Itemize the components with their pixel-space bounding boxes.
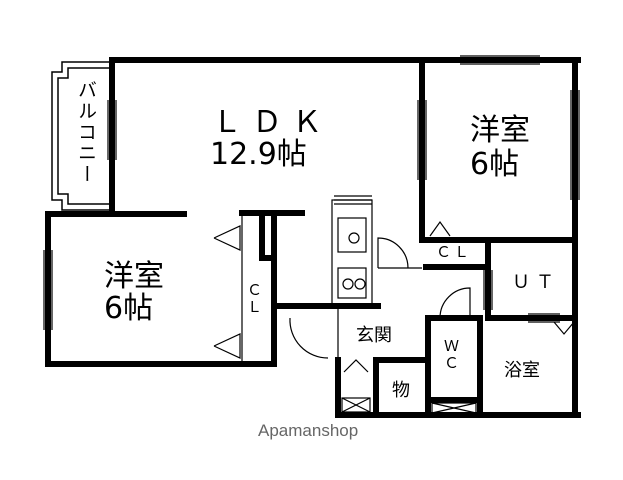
bedroom-right-size: 6帖 — [470, 147, 520, 182]
storage-label: 物 — [392, 380, 410, 401]
entrance-label: 玄関 — [356, 325, 392, 346]
bedroom-left-size: 6帖 — [104, 291, 154, 326]
closet-left-label: ＣＬ — [245, 282, 263, 316]
ldk-name: ＬＤＫ — [212, 105, 332, 140]
utility-label: ＵＴ — [512, 272, 560, 293]
bedroom-right-name: 洋室 — [470, 113, 530, 148]
closet-right-label: ＣＬ — [436, 243, 473, 261]
ldk-size: 12.9帖 — [210, 137, 307, 172]
thin-lines — [43, 55, 580, 414]
bath-label: 浴室 — [504, 360, 540, 381]
balcony-outline — [51, 61, 112, 211]
bedroom-left-name: 洋室 — [104, 259, 164, 294]
wc-label: ＷＣ — [442, 338, 460, 372]
balcony-label: バルコニー — [75, 80, 97, 185]
watermark: Apamanshop — [258, 421, 359, 440]
